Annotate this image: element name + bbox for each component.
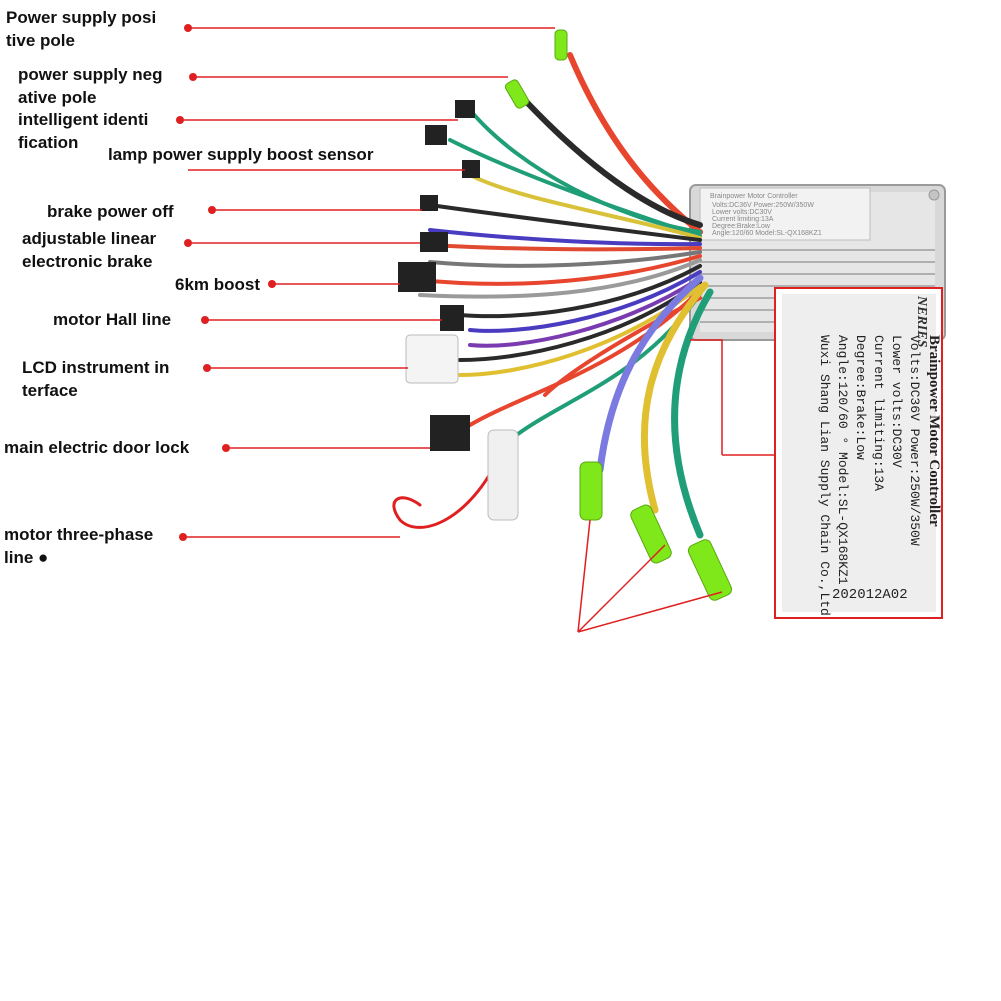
green-phase-wire (671, 288, 714, 539)
label-plate-zoom: Brainpower Motor Controller Volts:DC36V … (774, 287, 943, 619)
batch-code: 202012A02 (832, 587, 908, 603)
svg-text:Current limiting:13A: Current limiting:13A (712, 216, 774, 223)
label-motor-hall: motor Hall line (53, 310, 172, 329)
blue-phase-wire (596, 274, 704, 474)
plate-line-2: Volts:DC36V Power:250W/350W (907, 335, 922, 546)
red-power-wire (567, 52, 703, 235)
plate-line-5: Degree:Brake:Low (853, 335, 868, 460)
plate-line-6: Angle:120/60 ° Model:SL-QX168KZ1 (835, 335, 850, 585)
label-negative-pole: power supply neg ative pole (18, 65, 163, 107)
svg-text:Brainpower Motor Controller: Brainpower Motor Controller (710, 193, 798, 200)
label-6km-boost: 6km boost (175, 275, 261, 294)
wire-bundle (392, 52, 714, 539)
brand-logo: NERIES (914, 295, 929, 348)
label-linear-brake: adjustable linear electronic brake (22, 229, 157, 271)
connectors (398, 29, 733, 601)
svg-text:Angle:120/60 Model:SL-QX168KZ: Angle:120/60 Model:SL-QX168KZ1 (712, 230, 822, 237)
pointer-dots (176, 24, 276, 541)
black-power-wire (517, 92, 703, 228)
plate-line-4: Current limiting:13A (871, 335, 886, 491)
label-lcd-interface: LCD instrument in terface (22, 358, 170, 400)
label-brake-power-off: brake power off (47, 202, 174, 221)
label-three-phase: motor three-phase line ● (4, 525, 154, 567)
red-loop-wire (392, 453, 502, 529)
plate-line-3: Lower volts:DC30V (889, 335, 904, 468)
label-positive-pole: Power supply posi tive pole (6, 8, 157, 50)
label-lamp-boost-sensor: lamp power supply boost sensor (108, 145, 374, 164)
label-door-lock: main electric door lock (4, 438, 190, 457)
plate-line-7: Wuxi Shang Lian Supply Chain Co.,Ltd (817, 335, 832, 616)
svg-text:Lower volts:DC30V: Lower volts:DC30V (712, 209, 772, 216)
label-intelligent-identification: intelligent identi fication (18, 110, 149, 152)
plate-line-1: Brainpower Motor Controller (926, 335, 942, 527)
yellow-phase-wire (640, 281, 709, 514)
pointer-lines (180, 27, 775, 633)
svg-text:Degree:Brake:Low: Degree:Brake:Low (712, 223, 771, 230)
svg-text:Volts:DC36V Power:250W/350W: Volts:DC36V Power:250W/350W (712, 202, 814, 209)
